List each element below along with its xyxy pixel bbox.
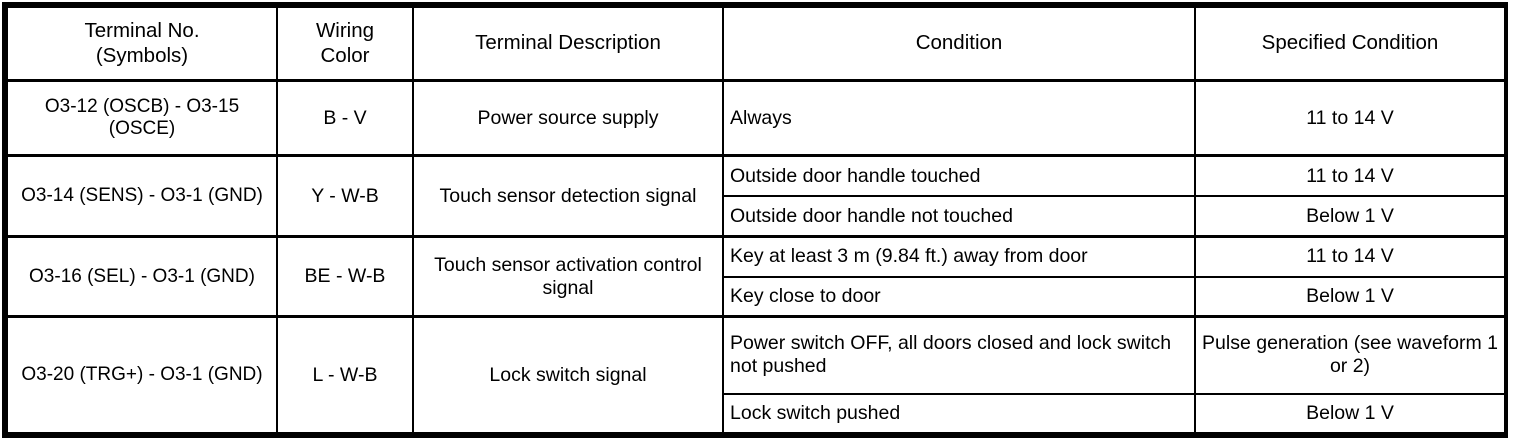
table-row: Key close to door Below 1 V: [7, 275, 1506, 318]
terminal-no-line-2: (GND): [208, 185, 263, 207]
specified-condition-line-1: Below 1 V: [1306, 401, 1394, 424]
cell-terminal-description: Lock switch signal: [412, 315, 724, 435]
column-header-wiring-color-line-1: Wiring: [315, 19, 375, 43]
table-row: Lock switch pushed Below 1 V: [7, 392, 1506, 435]
terminal-description-line-1: Touch sensor detection: [439, 184, 641, 207]
column-header-condition: Condition: [722, 6, 1196, 82]
column-header-terminal-no: Terminal No. (Symbols): [6, 6, 278, 82]
cell-specified-condition: Below 1 V: [1194, 195, 1506, 238]
table-row: Outside door handle not touched Below 1 …: [7, 195, 1506, 238]
table-row: O3-14 (SENS) - O3-1 (GND) Y - W-B Touch …: [6, 154, 1506, 238]
table-row: O3-20 (TRG+) - O3-1 (GND) L - W-B Lock s…: [6, 315, 1506, 435]
column-header-terminal-description: Terminal Description: [412, 6, 724, 82]
specified-condition-line-1: Below 1 V: [1306, 204, 1394, 227]
cell-terminal-description: Touch sensor activation control signal: [412, 234, 724, 318]
terminal-description-line-1: Lock switch signal: [489, 363, 647, 386]
table-row: O3-12 (OSCB) - O3-15 (OSCE) B - V Power …: [6, 78, 1506, 157]
terminal-no-line-1: O3-16 (SEL) - O3-1: [29, 265, 195, 287]
cell-terminal-no: O3-12 (OSCB) - O3-15 (OSCE): [6, 78, 278, 157]
terminal-description-line-1: Touch sensor activation: [434, 253, 638, 276]
terminal-no-line-1: O3-12 (OSCB) - O3-15: [44, 95, 240, 117]
table-header: Terminal No. (Symbols) Wiring Color Term…: [6, 6, 1506, 82]
terminal-no-line-2: (GND): [200, 265, 255, 287]
column-header-wiring-color-line-2: Color: [320, 43, 370, 67]
cell-wiring-color: Y - W-B: [276, 154, 414, 238]
table-body: O3-12 (OSCB) - O3-15 (OSCE) B - V Power …: [6, 78, 1506, 435]
cell-condition: Key at least 3 m (9.84 ft.) away from do…: [722, 234, 1196, 278]
cell-specified-condition: 11 to 14 V: [1194, 154, 1506, 198]
terminal-no-line-2: (OSCE): [108, 118, 176, 140]
cell-condition: Lock switch pushed: [722, 392, 1196, 435]
specified-condition-line-1: 11 to 14 V: [1306, 245, 1394, 268]
column-header-terminal-no-line-1: Terminal No.: [84, 19, 200, 43]
cell-terminal-no: O3-16 (SEL) - O3-1 (GND): [6, 234, 278, 318]
cell-terminal-description: Power source supply: [412, 78, 724, 157]
column-header-terminal-no-line-2: (Symbols): [95, 43, 189, 67]
cell-condition: Outside door handle not touched: [722, 195, 1196, 238]
cell-specified-condition: Pulse generation (see waveform 1 or 2): [1194, 315, 1506, 395]
specified-condition-line-2: waveform 1 or 2): [1329, 332, 1498, 378]
column-header-condition-line-1: Condition: [915, 31, 1003, 55]
specified-condition-line-1: 11 to 14 V: [1306, 164, 1394, 187]
terminal-no-line-1: O3-14 (SENS) - O3-1: [21, 185, 203, 207]
cell-condition: Power switch OFF, all doors closed and l…: [722, 315, 1196, 395]
cell-specified-condition: 11 to 14 V: [1194, 234, 1506, 278]
cell-condition: Outside door handle touched: [722, 154, 1196, 198]
terminal-no-line-2: (GND): [207, 364, 263, 386]
column-header-terminal-description-line-1: Terminal Description: [475, 31, 661, 55]
specified-condition-line-1: Below 1 V: [1306, 285, 1394, 308]
table-row: O3-16 (SEL) - O3-1 (GND) BE - W-B Touch …: [6, 234, 1506, 318]
column-header-specified-condition: Specified Condition: [1194, 6, 1506, 82]
cell-condition: Always: [722, 78, 1196, 157]
column-header-specified-condition-line-1: Specified Condition: [1261, 31, 1439, 55]
specified-condition-line-1: Pulse generation (see: [1202, 332, 1392, 355]
cell-terminal-no: O3-20 (TRG+) - O3-1 (GND): [6, 315, 278, 435]
terminal-description-line-1: Power source supply: [477, 106, 659, 129]
cell-specified-condition: 11 to 14 V: [1194, 78, 1506, 157]
specification-grid: Terminal No. (Symbols) Wiring Color Term…: [6, 6, 1506, 435]
cell-terminal-no: O3-14 (SENS) - O3-1 (GND): [6, 154, 278, 238]
terminal-description-line-2: signal: [645, 184, 697, 207]
cell-specified-condition: Below 1 V: [1194, 275, 1506, 318]
cell-wiring-color: B - V: [276, 78, 414, 157]
cell-specified-condition: Below 1 V: [1194, 392, 1506, 435]
terminal-specification-table: Terminal No. (Symbols) Wiring Color Term…: [2, 2, 1508, 438]
terminal-no-line-1: O3-20 (TRG+) - O3-1: [21, 364, 203, 386]
cell-condition: Key close to door: [722, 275, 1196, 318]
specified-condition-line-1: 11 to 14 V: [1306, 106, 1394, 129]
cell-terminal-description: Touch sensor detection signal: [412, 154, 724, 238]
cell-wiring-color: BE - W-B: [276, 234, 414, 318]
terminal-description-line-2: control signal: [542, 253, 702, 299]
column-header-wiring-color: Wiring Color: [276, 6, 414, 82]
header-row: Terminal No. (Symbols) Wiring Color Term…: [6, 6, 1506, 82]
cell-wiring-color: L - W-B: [276, 315, 414, 435]
